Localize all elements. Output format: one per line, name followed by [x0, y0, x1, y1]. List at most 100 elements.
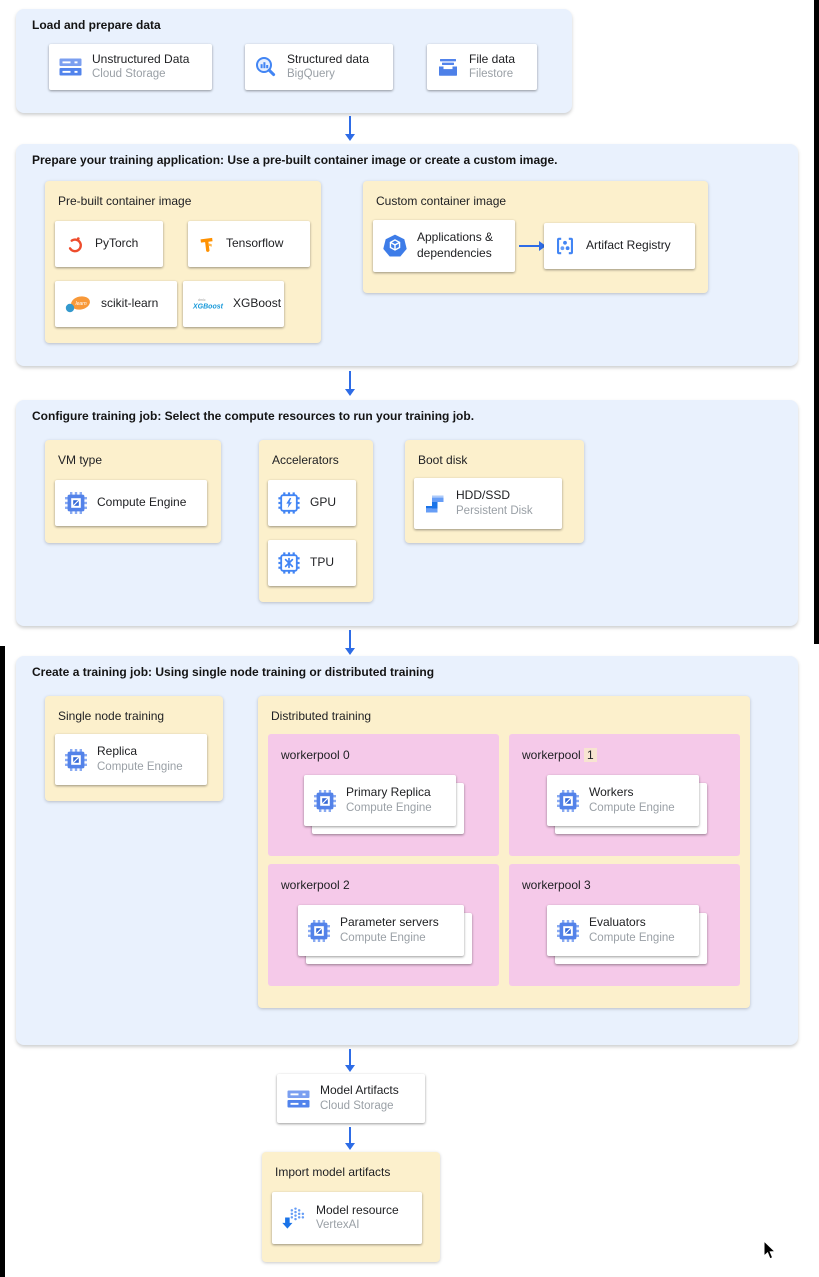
- card-title: scikit-learn: [101, 296, 159, 311]
- box-vm-type: VM type Compute Engine: [45, 440, 221, 543]
- card-subtitle: Compute Engine: [340, 931, 426, 944]
- card-title: File data: [469, 51, 516, 66]
- box-accelerators: Accelerators GPU TPU: [259, 440, 373, 602]
- card-artifact-registry: Artifact Registry: [544, 223, 695, 269]
- card-title: Unstructured Data: [92, 51, 190, 66]
- compute-engine-icon: [307, 919, 331, 943]
- card-title: Model Artifacts: [320, 1083, 399, 1098]
- card-title: Tensorflow: [226, 236, 284, 251]
- card-subtitle: Compute Engine: [346, 801, 432, 814]
- card-subtitle: BigQuery: [287, 68, 335, 81]
- card-title: Structured data: [287, 51, 370, 66]
- card-parameter-servers: Parameter servers Compute Engine: [298, 905, 464, 956]
- box-label: Accelerators: [272, 453, 339, 467]
- card-compute-engine: Compute Engine: [55, 480, 207, 526]
- mouse-cursor: [763, 1240, 779, 1262]
- box-workerpool-0: workerpool 0 Primary Replica Compute Eng…: [268, 734, 499, 856]
- box-workerpool-3: workerpool 3 Evaluators Compute Engine: [509, 864, 740, 986]
- card-file-data: File data Filestore: [427, 44, 537, 90]
- card-subtitle: Compute Engine: [97, 760, 183, 773]
- card-title: Compute Engine: [97, 495, 187, 510]
- card-title: Evaluators: [589, 915, 646, 930]
- box-label: Pre-built container image: [58, 194, 192, 208]
- compute-engine-icon: [556, 789, 580, 813]
- card-title: Replica: [97, 744, 138, 759]
- bigquery-icon: [254, 55, 278, 79]
- compute-engine-icon: [313, 789, 337, 813]
- box-label: Boot disk: [418, 453, 468, 467]
- workerpool-number: 3: [584, 878, 591, 892]
- workerpool-label: workerpool 1: [522, 748, 597, 762]
- card-title: Parameter servers: [340, 915, 439, 930]
- panel-title: Load and prepare data: [32, 18, 161, 32]
- vertex-ai-icon: [281, 1205, 307, 1231]
- flow-arrow-5: [345, 1127, 355, 1150]
- card-replica: Replica Compute Engine: [55, 734, 207, 785]
- workerpool-number-highlighted: 1: [584, 748, 597, 762]
- card-subtitle: Persistent Disk: [456, 504, 533, 517]
- box-prebuilt-container-image: Pre-built container image PyTorch Tensor…: [45, 181, 321, 343]
- artifact-registry-icon: [553, 234, 577, 258]
- card-title: Primary Replica: [346, 785, 431, 800]
- box-workerpool-2: workerpool 2 Parameter servers Compute E…: [268, 864, 499, 986]
- panel-title: Create a training job: Using single node…: [32, 665, 435, 679]
- box-label: Single node training: [58, 709, 165, 723]
- box-label: Import model artifacts: [275, 1165, 391, 1179]
- flow-arrow-2: [345, 371, 355, 396]
- right-edge-stitch-bar: [814, 0, 819, 644]
- filestore-icon: [436, 55, 460, 79]
- panel-load-and-prepare-data: Load and prepare data Unstructured Data …: [16, 9, 572, 113]
- card-structured-data: Structured data BigQuery: [245, 44, 393, 90]
- scikit-learn-icon: learn: [64, 293, 92, 315]
- tpu-chip-icon: [277, 551, 301, 575]
- workerpool-label: workerpool 3: [522, 878, 591, 892]
- box-distributed-training: Distributed training workerpool 0 Primar…: [258, 696, 750, 1008]
- gpu-chip-icon: [277, 491, 301, 515]
- box-label: VM type: [58, 453, 103, 467]
- compute-engine-icon: [64, 491, 88, 515]
- box-boot-disk: Boot disk HDD/SSD Persistent Disk: [405, 440, 584, 543]
- svg-text:learn: learn: [76, 301, 87, 307]
- panel-title: Configure training job: Select the compu…: [32, 409, 475, 423]
- card-title: Model resource: [316, 1202, 399, 1217]
- card-subtitle: VertexAI: [316, 1219, 360, 1232]
- card-title: XGBoost: [233, 296, 282, 311]
- box-workerpool-1: workerpool 1 Workers Compute Engine: [509, 734, 740, 856]
- workerpool-number: 0: [343, 748, 350, 762]
- left-edge-stitch-bar: [0, 646, 5, 1277]
- svg-text:dmlc: dmlc: [198, 298, 206, 302]
- card-title: HDD/SSD: [456, 488, 511, 503]
- card-hdd-ssd: HDD/SSD Persistent Disk: [414, 478, 562, 529]
- panel-prepare-training-application: Prepare your training application: Use a…: [16, 144, 798, 366]
- card-title: Workers: [589, 785, 634, 800]
- card-workers: Workers Compute Engine: [547, 775, 699, 826]
- card-subtitle: Filestore: [469, 68, 514, 81]
- pytorch-icon: [64, 232, 86, 256]
- card-evaluators: Evaluators Compute Engine: [547, 905, 699, 956]
- card-primary-replica: Primary Replica Compute Engine: [304, 775, 456, 826]
- card-title: Applications & dependencies: [417, 230, 494, 260]
- card-tensorflow: Tensorflow: [188, 221, 310, 267]
- card-unstructured-data: Unstructured Data Cloud Storage: [49, 44, 212, 90]
- panel-title: Prepare your training application: Use a…: [32, 153, 558, 167]
- box-single-node-training: Single node training Replica Compute Eng…: [45, 696, 223, 801]
- cloud-storage-icon: [58, 55, 83, 79]
- card-gpu: GPU: [268, 480, 356, 526]
- card-scikit-learn: learn scikit-learn: [55, 281, 177, 327]
- card-subtitle: Compute Engine: [589, 801, 675, 814]
- compute-engine-icon: [64, 748, 88, 772]
- card-title: TPU: [310, 555, 334, 570]
- card-applications-dependencies: Applications & dependencies: [373, 220, 515, 272]
- card-pytorch: PyTorch: [55, 221, 163, 267]
- persistent-disk-icon: [423, 492, 447, 516]
- compute-engine-icon: [556, 919, 580, 943]
- box-import-model-artifacts: Import model artifacts Model resource Ve…: [262, 1152, 440, 1262]
- cloud-storage-icon: [286, 1087, 311, 1111]
- card-tpu: TPU: [268, 540, 356, 586]
- flow-arrow-1: [345, 116, 355, 141]
- workerpool-label: workerpool 2: [281, 878, 350, 892]
- workerpool-number: 2: [343, 878, 350, 892]
- panel-create-training-job: Create a training job: Using single node…: [16, 656, 798, 1045]
- card-model-resource: Model resource VertexAI: [272, 1192, 422, 1244]
